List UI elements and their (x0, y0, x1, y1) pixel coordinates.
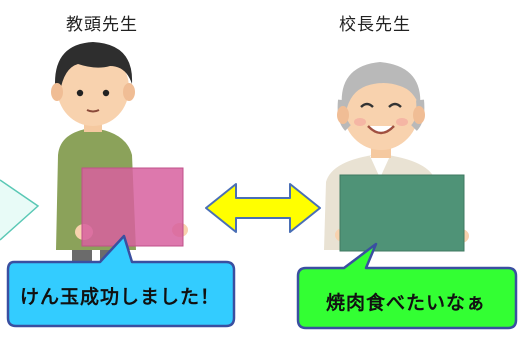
double-arrow-icon (205, 183, 321, 233)
left-board (82, 168, 183, 246)
left-speech-text: けん玉成功しました！ (20, 286, 221, 308)
right-speech-bubble (296, 242, 518, 330)
partial-bubble (0, 179, 40, 241)
right-person-name: 校長先生 (339, 15, 411, 35)
left-person-name: 教頭先生 (66, 15, 138, 35)
right-board (340, 175, 464, 251)
right-speech-text: 焼肉食べたいなぁ (326, 292, 487, 314)
left-speech-bubble (6, 234, 236, 328)
